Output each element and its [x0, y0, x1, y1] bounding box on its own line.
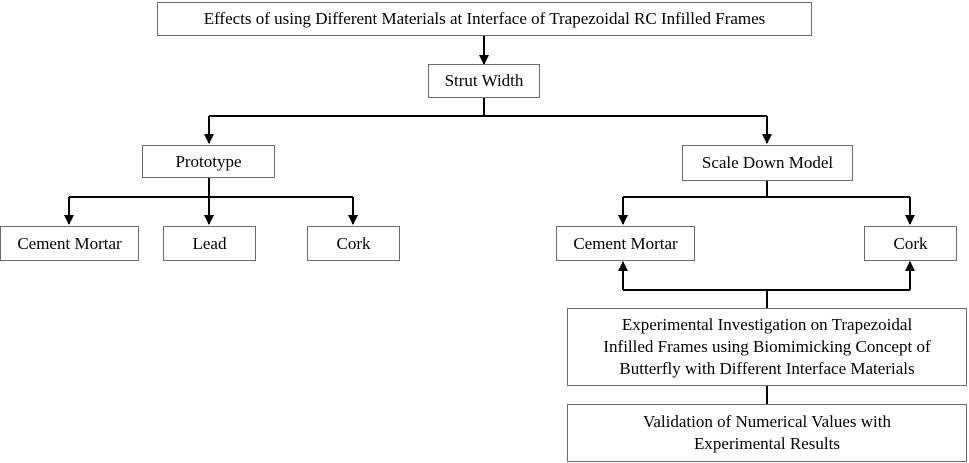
strut-width-node: Strut Width	[428, 64, 540, 98]
scale-down-model-node: Scale Down Model	[682, 145, 853, 181]
root-node: Effects of using Different Materials at …	[157, 2, 812, 36]
validation-node: Validation of Numerical Values with Expe…	[567, 404, 967, 462]
proto-cork-node: Cork	[307, 226, 400, 261]
scale-cork-node: Cork	[864, 226, 957, 261]
experimental-investigation-node: Experimental Investigation on Trapezoida…	[567, 308, 967, 386]
scale-cement-mortar-node: Cement Mortar	[556, 226, 695, 261]
prototype-node: Prototype	[142, 145, 275, 178]
proto-cement-mortar-node: Cement Mortar	[0, 226, 139, 261]
proto-lead-node: Lead	[163, 226, 256, 261]
